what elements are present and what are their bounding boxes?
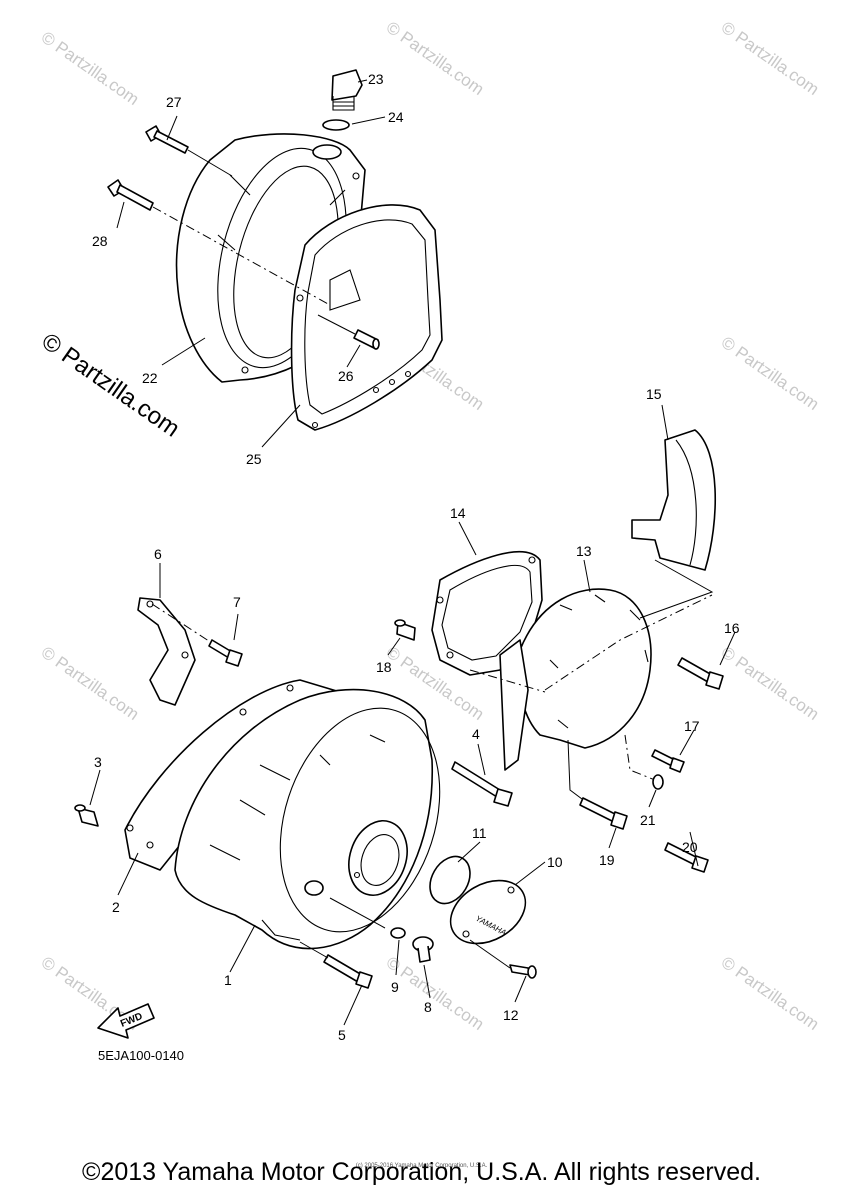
callout-12: 12 [503,1007,519,1023]
callout-7: 7 [233,594,241,610]
crankcase-cover-1 [174,688,441,950]
bolt-17 [651,749,685,773]
callout-5: 5 [338,1027,346,1043]
callout-23: 23 [368,71,384,87]
callout-15: 15 [646,386,662,402]
watermark-text: © Partzilla.com [383,18,488,99]
callout-22: 22 [142,370,158,386]
callout-6: 6 [154,546,162,562]
bolt-4 [451,761,513,807]
oil-filler-cap-23 [331,69,363,111]
bolt-20 [664,842,709,873]
copyright-notice: ©2013 Yamaha Motor Corporation, U.S.A. A… [82,1158,761,1186]
callout-20: 20 [682,839,698,855]
watermark-text: © Partzilla.com [38,643,143,724]
watermark-text: © Partzilla.com [718,643,823,724]
callout-2: 2 [112,899,120,915]
watermark-text: © Partzilla.com [38,28,143,109]
callout-24: 24 [388,109,404,125]
bolt-3 [74,804,99,827]
cover-plate-10: YAMAHA [449,879,527,945]
callout-17: 17 [684,718,700,734]
callout-13: 13 [576,543,592,559]
watermark-text: © Partzilla.com [718,953,823,1034]
callout-leaders [89,79,736,1026]
drain-plug-8 [329,897,434,963]
watermark-text: © Partzilla.com [718,333,823,414]
bolt-28 [107,179,331,306]
crankcase-cover-13 [469,588,713,821]
callout-4: 4 [472,726,480,742]
bolt-7 [208,639,243,667]
callout-10: 10 [547,854,563,870]
callout-28: 28 [92,233,108,249]
callout-18: 18 [376,659,392,675]
callout-21: 21 [640,812,656,828]
callout-11: 11 [472,825,487,841]
callout-3: 3 [94,754,102,770]
screw-12 [469,939,537,979]
bracket-6 [137,597,216,706]
forward-arrow-icon: FWD [97,1003,155,1039]
callout-8: 8 [424,999,432,1015]
callout-labels: 27 28 23 24 22 26 25 15 14 13 6 7 16 18 … [92,71,740,1043]
gasket-25 [290,204,443,431]
callout-1: 1 [224,972,232,988]
watermark-large: © Partzilla.com [37,328,185,443]
callout-16: 16 [724,620,740,636]
diagram-code: 5EJA100-0140 [98,1048,185,1063]
callout-9: 9 [391,979,399,995]
washer-9 [390,927,406,939]
watermark-text: © Partzilla.com [718,18,823,99]
dowel-pin-26 [317,314,380,350]
small-credit: (c) 2005-2016 Yamaha Motor Corporation, … [355,1163,488,1169]
callout-26: 26 [338,368,354,384]
bolt-16 [677,657,724,690]
callout-27: 27 [166,94,182,110]
callout-14: 14 [450,505,466,521]
bolt-5 [299,941,373,989]
callout-25: 25 [246,451,262,467]
callout-19: 19 [599,852,615,868]
bolt-19 [579,797,628,830]
bolt-27 [145,125,233,177]
washer-21 [652,774,664,790]
bolt-18 [394,619,416,641]
guard-15 [631,429,717,619]
o-ring-24 [322,119,350,131]
